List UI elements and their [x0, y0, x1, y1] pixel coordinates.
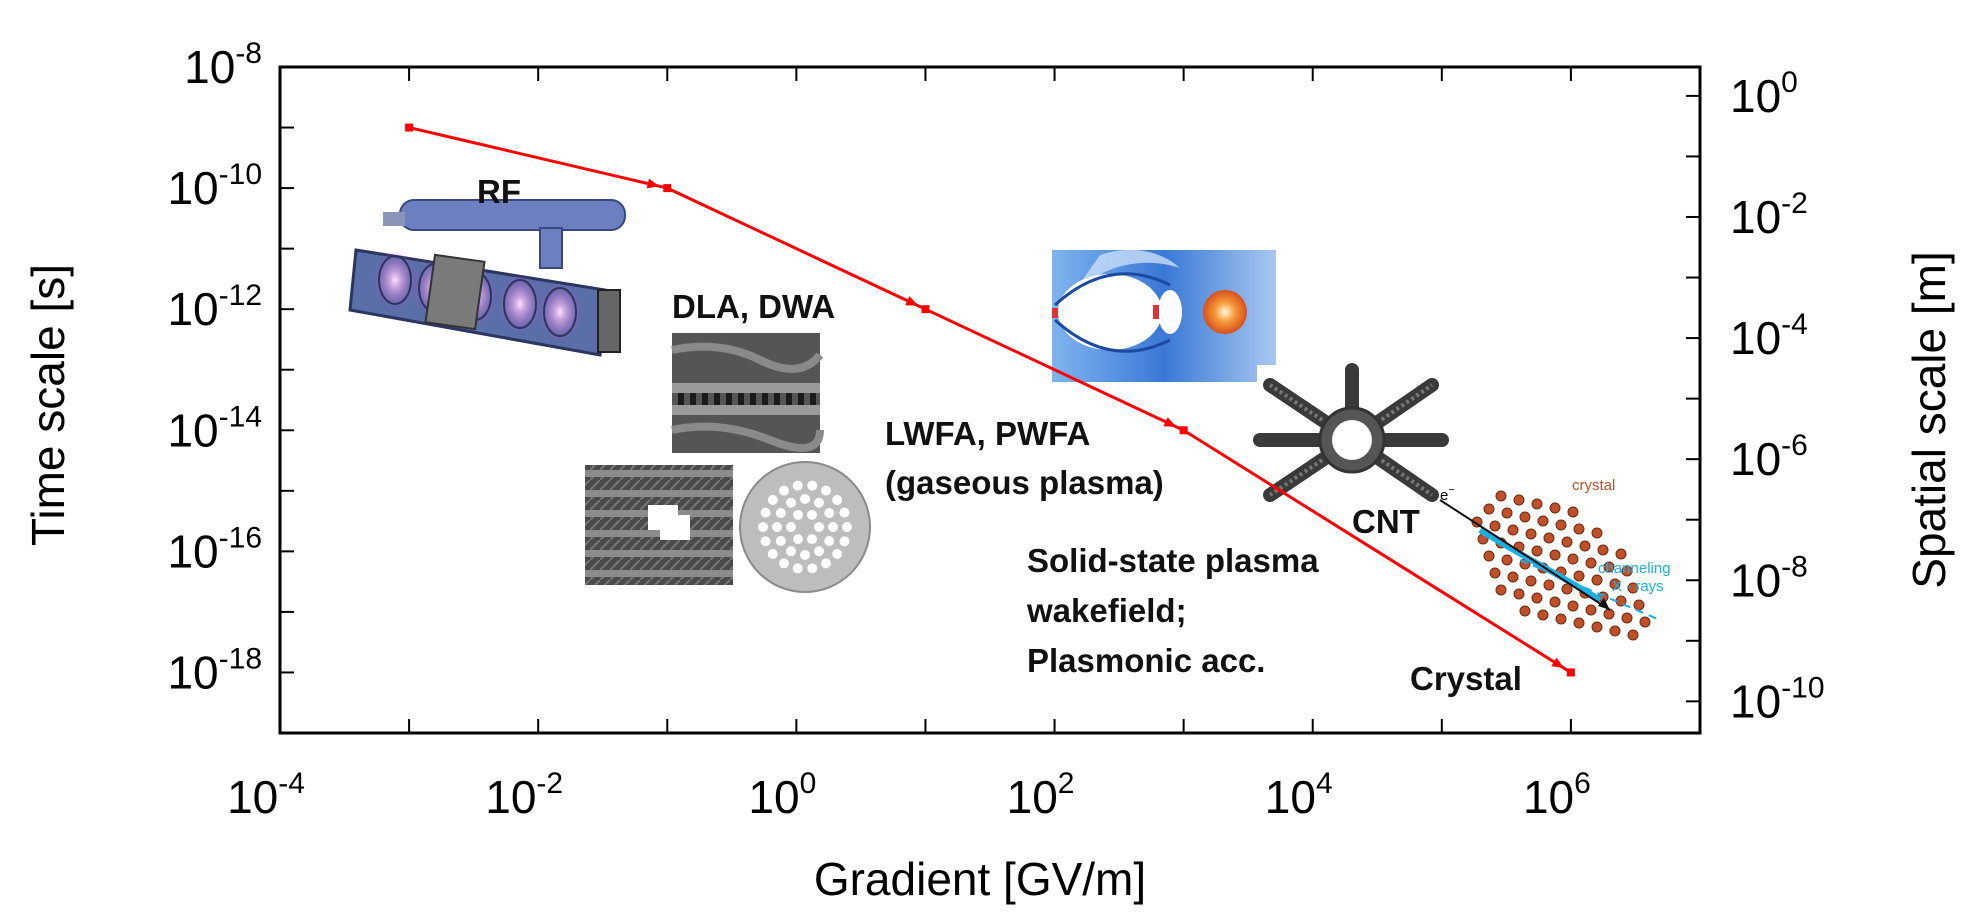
annotation-solid-line2: wakefield; — [1026, 592, 1187, 629]
x-tick-label: 100 — [748, 767, 816, 823]
y-tick-label: 10-16 — [167, 521, 262, 577]
y2-tick-label: 10-10 — [1730, 671, 1825, 727]
electron-label: e− — [1440, 484, 1455, 504]
annotation-cnt: CNT — [1352, 503, 1420, 540]
series-arrowhead — [1551, 657, 1565, 669]
x-axis-title: Gradient [GV/m] — [814, 853, 1146, 905]
x-tick-label: 106 — [1523, 767, 1591, 823]
series-arrowhead — [1163, 417, 1177, 427]
nanotube-image — [1253, 363, 1449, 507]
y-tick-label: 10-8 — [184, 37, 262, 93]
annotation-lwfa-line2: (gaseous plasma) — [885, 464, 1164, 501]
crystal-image-label: crystal — [1572, 477, 1615, 494]
data-point — [663, 184, 672, 193]
annotation-dla: DLA, DWA — [672, 288, 835, 325]
y2-tick-label: 10-2 — [1730, 187, 1808, 243]
y-tick-label: 10-12 — [167, 279, 262, 335]
y-tick-label: 10-10 — [167, 158, 262, 214]
x-tick-label: 104 — [1265, 767, 1333, 823]
annotation-lwfa-line1: LWFA, PWFA — [885, 415, 1090, 452]
y2-tick-label: 10-4 — [1730, 308, 1808, 364]
x-tick-label: 10-2 — [485, 767, 563, 823]
series-layer — [405, 123, 1575, 677]
y2-tick-label: 100 — [1730, 66, 1798, 122]
x-tick-label: 10-4 — [227, 767, 305, 823]
y-axis-title: Time scale [s] — [22, 264, 74, 546]
crystal-lattice-image: e− crystal channeling X - rays — [1439, 477, 1671, 641]
data-point — [921, 305, 930, 314]
woodpile-structure-image — [585, 465, 733, 585]
series-arrowhead — [646, 178, 660, 189]
y-axis-right: 100 10-2 10-4 10-6 10-8 10-10 — [1686, 66, 1825, 727]
y-axis-left: 10-8 10-10 10-12 10-14 10-16 10-18 — [167, 37, 294, 734]
plot-border — [278, 65, 1702, 735]
annotation-rf: RF — [477, 173, 521, 210]
rf-cavity-image — [348, 199, 626, 357]
xrays-label: X - rays — [1612, 578, 1664, 595]
data-point — [1179, 426, 1188, 435]
annotation-solid-line3: Plasmonic acc. — [1027, 642, 1265, 679]
x-tick-label: 102 — [1007, 767, 1075, 823]
channeling-label: channeling — [1598, 560, 1671, 577]
y-tick-label: 10-14 — [167, 400, 262, 456]
annotation-crystal: Crystal — [1410, 660, 1522, 697]
series-arrowhead — [905, 296, 919, 306]
plasma-wake-image — [1052, 249, 1276, 382]
x-axis: 10-4 10-2 100 102 104 106 — [227, 67, 1701, 823]
y2-tick-label: 10-8 — [1730, 550, 1808, 606]
data-point — [405, 123, 414, 132]
dielectric-structure-image — [671, 333, 824, 453]
y2-tick-label: 10-6 — [1730, 429, 1808, 485]
y2-axis-title: Spatial scale [m] — [1903, 251, 1955, 588]
annotations: RF DLA, DWA LWFA, PWFA (gaseous plasma) … — [477, 173, 1522, 697]
data-point — [1566, 668, 1575, 677]
plot-frame — [278, 65, 1702, 735]
annotation-solid-line1: Solid-state plasma — [1027, 542, 1319, 579]
photonic-fiber-image — [739, 461, 871, 593]
y-tick-label: 10-18 — [167, 642, 262, 698]
